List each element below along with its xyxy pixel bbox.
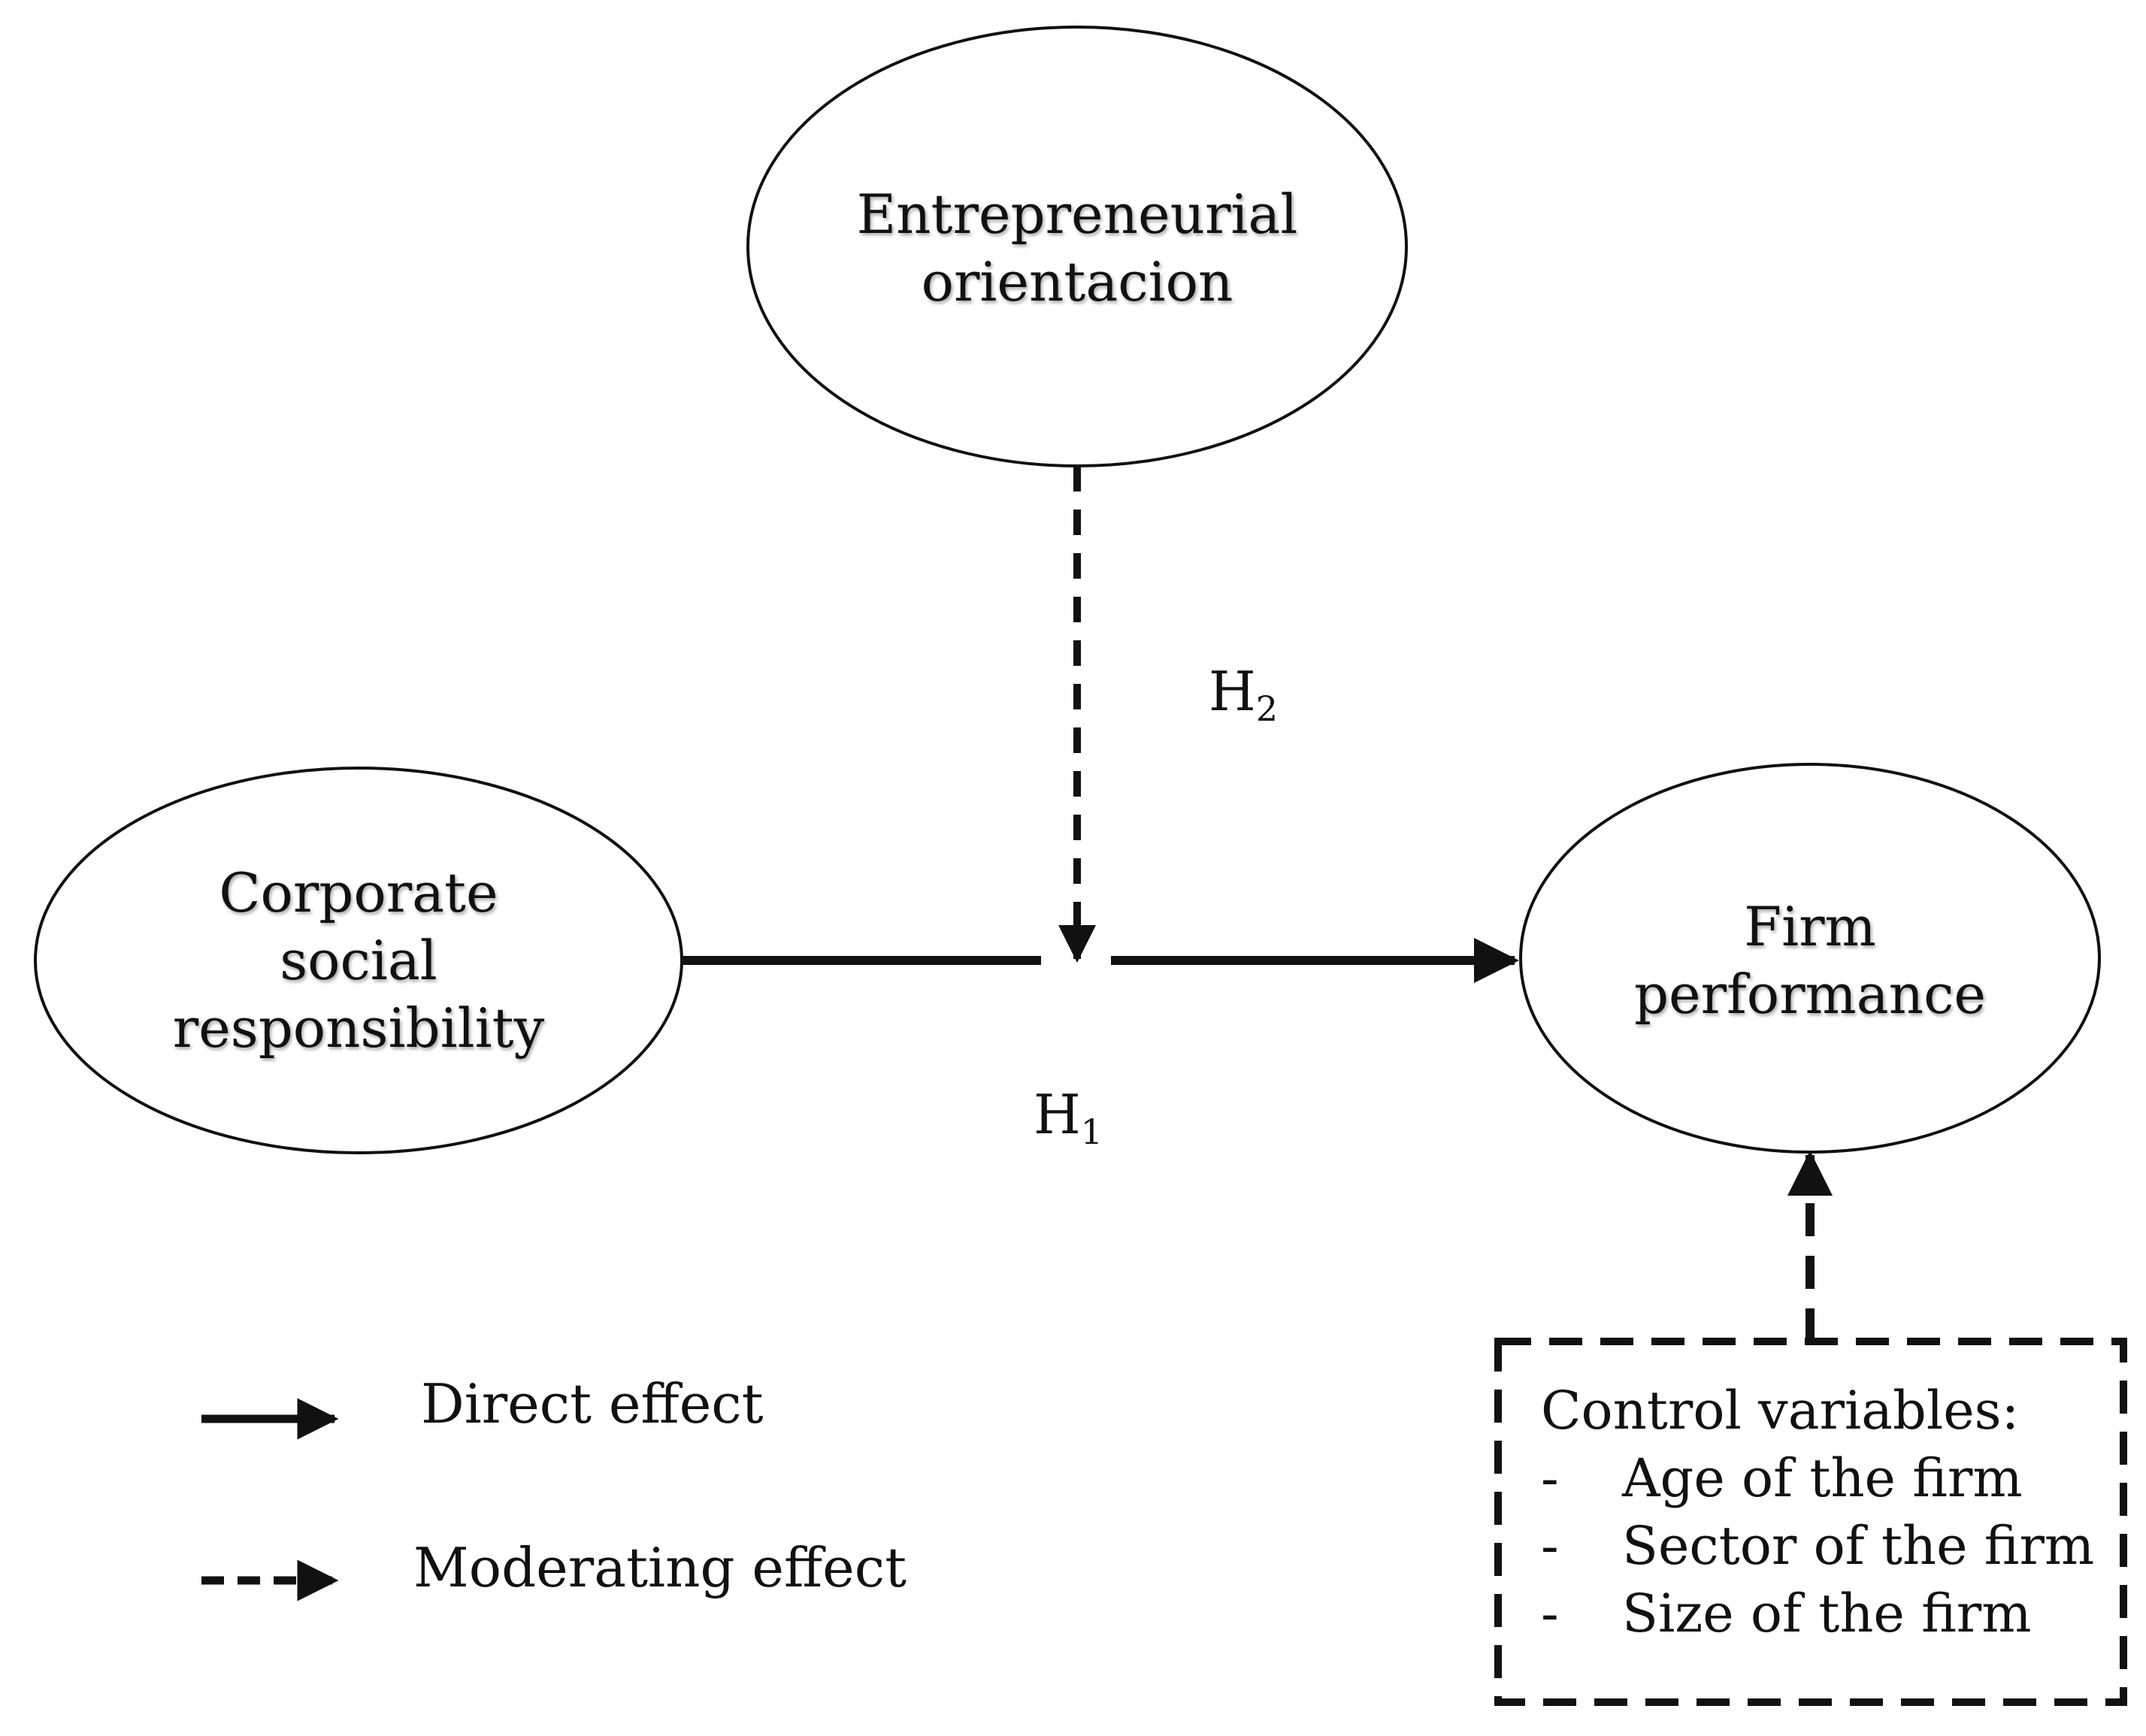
legend-moderating-label: Moderating effect [413,1536,907,1599]
control-item-bullet: - [1541,1583,1559,1644]
h1-letter: H [1034,1083,1081,1146]
control-variables-box [1494,1338,2127,1706]
csr-label: Corporate social responsibility [95,859,622,1062]
entrepreneurial-orientation-line-2: orientacion [921,250,1233,313]
entrepreneurial-orientation-line-1: Entrepreneurial [856,183,1298,246]
control-item-text: Sector of the firm [1622,1515,2095,1577]
control-item-text: Age of the firm [1622,1447,2023,1509]
control-item: - Age of the firm [1541,1444,2094,1512]
entrepreneurial-orientation-label: Entrepreneurial orientacion [814,180,1340,316]
csr-line-2: social [280,929,437,992]
control-variables-content: Control variables: - Age of the firm - S… [1541,1377,2094,1647]
csr-ellipse [34,767,683,1154]
control-item: - Sector of the firm [1541,1512,2094,1580]
hypothesis-h2-label: H2 [1209,661,1278,739]
control-item: - Size of the firm [1541,1580,2094,1647]
h2-letter: H [1209,660,1256,723]
control-item-text: Size of the firm [1622,1583,2032,1644]
firm-performance-label: Firm performance [1547,893,2073,1028]
control-item-bullet: - [1541,1447,1559,1509]
control-variables-title: Control variables: [1541,1380,2020,1441]
control-item-bullet: - [1541,1515,1559,1577]
csr-line-1: Corporate [219,861,498,924]
csr-line-3: responsibility [172,997,545,1060]
firm-performance-line-1: Firm [1744,895,1876,958]
legend-direct-label: Direct effect [421,1372,764,1435]
firm-performance-line-2: performance [1633,963,1987,1026]
hypothesis-h1-label: H1 [1034,1084,1103,1162]
h1-subscript: 1 [1080,1111,1103,1152]
h2-subscript: 2 [1255,688,1279,729]
